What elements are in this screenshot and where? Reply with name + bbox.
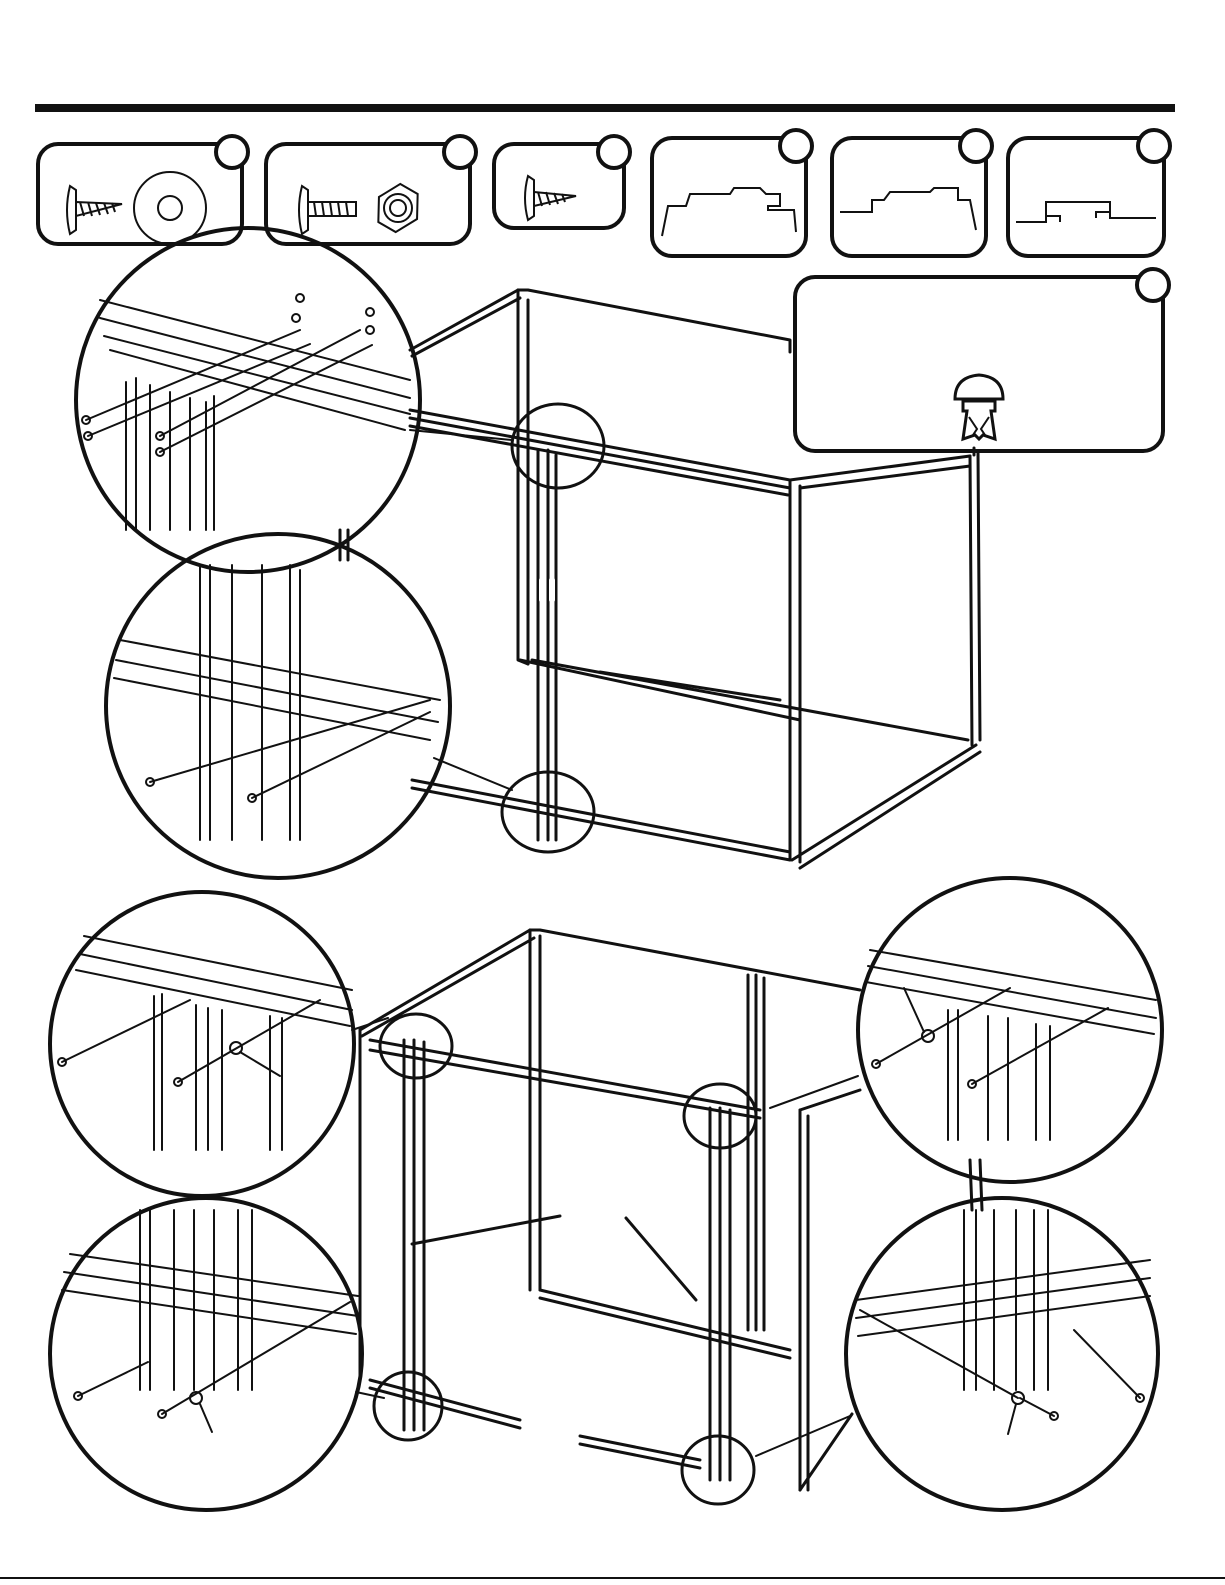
left-lower-detail xyxy=(50,1198,362,1510)
left-upper-detail-lines xyxy=(58,936,388,1150)
right-lower-detail-lines xyxy=(756,1210,1150,1456)
left-lower-detail-lines xyxy=(62,1210,384,1432)
right-upper-detail xyxy=(858,878,1162,1182)
top-shed-frame xyxy=(340,290,980,868)
footer-rule xyxy=(0,1577,1225,1579)
right-upper-detail-lines xyxy=(770,950,1156,1140)
bottom-shed-frame xyxy=(360,930,982,1504)
lower-joint-detail-lines xyxy=(114,565,512,840)
lower-joint-detail xyxy=(106,534,450,878)
upper-joint-detail xyxy=(76,228,420,572)
right-lower-detail xyxy=(846,1198,1158,1510)
